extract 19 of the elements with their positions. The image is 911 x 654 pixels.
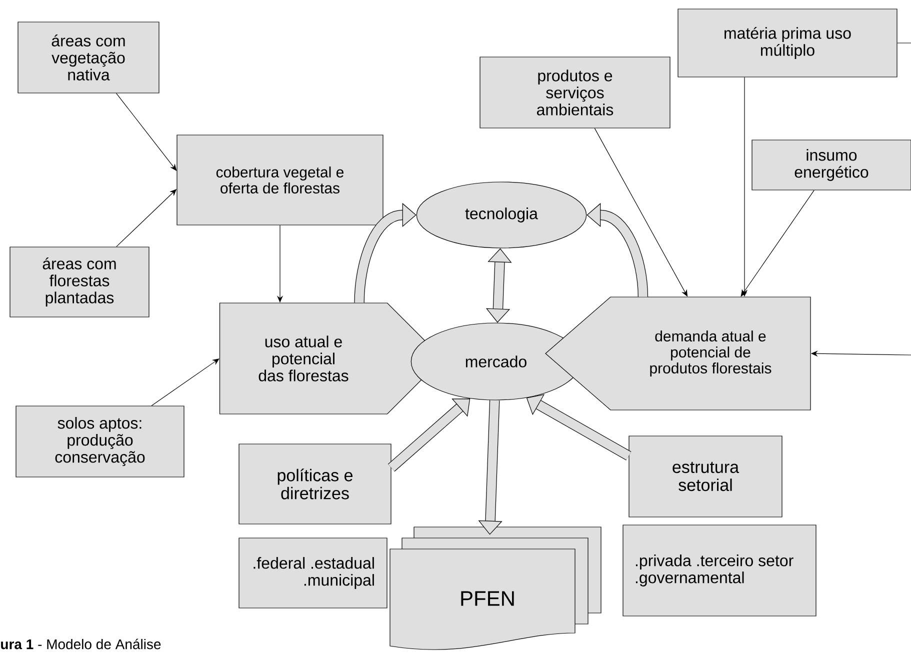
document-stack: PFEN — [390, 526, 602, 650]
block-arrow — [388, 398, 470, 472]
arrow — [116, 93, 177, 171]
arrow — [151, 358, 220, 406]
source-box: solos aptos: produção conservação — [16, 406, 184, 478]
connector-line — [897, 42, 911, 44]
source-box: matéria prima uso múltiplo — [678, 8, 898, 78]
list-box: .privada .terceiro setor .governamental — [622, 524, 816, 616]
process-box: políticas e diretrizes — [238, 444, 392, 524]
process-box: estrutura setorial — [628, 436, 782, 518]
figure-caption: ura 1 - Modelo de Análise — [1, 638, 161, 650]
source-box: insumo energético — [752, 140, 911, 190]
list-box: .federal .estadual .municipal — [238, 538, 388, 608]
pentagon-arrow-box: uso atual e potencial das florestas — [219, 302, 444, 414]
source-box: produtos e serviços ambientais — [480, 56, 670, 128]
block-arrow — [354, 202, 416, 303]
source-box: áreas com florestas plantadas — [10, 246, 150, 318]
source-box: áreas com vegetação nativa — [18, 22, 160, 94]
process-box: cobertura vegetal e oferta de florestas — [176, 134, 384, 226]
